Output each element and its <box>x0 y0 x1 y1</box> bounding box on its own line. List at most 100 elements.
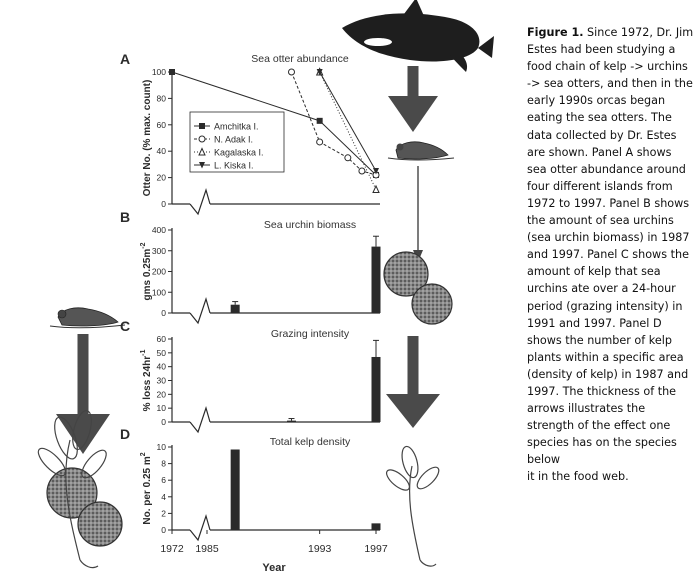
x-axis-label: Year <box>262 562 286 574</box>
marker-triangle <box>372 184 380 193</box>
marker-circle <box>358 167 366 175</box>
figure-caption: Figure 1. Since 1972, Dr. Jim Estes had … <box>527 24 694 486</box>
right-urchin-illustration <box>383 251 453 325</box>
caption-line: data collected by Dr. Estes <box>527 128 677 142</box>
caption-line: plants within a specific area <box>527 350 684 364</box>
caption-line: 1997. The thickness of the <box>527 384 677 398</box>
y-tick-label: 100 <box>152 287 166 297</box>
axis-break-mark <box>189 513 211 542</box>
legend-entry: Kagalaska I. <box>214 148 264 158</box>
panel-title: Grazing intensity <box>271 328 350 340</box>
caption-line: below <box>527 453 561 467</box>
series-line <box>319 71 377 190</box>
y-axis-label: % loss 24hr-1 <box>140 349 153 411</box>
y-tick-label: 6 <box>161 475 166 485</box>
marker-triangle <box>198 147 206 156</box>
left-urchin-illustration <box>46 467 123 547</box>
caption-line: early 1990s orcas began <box>527 94 666 108</box>
panel-letter: B <box>120 209 130 225</box>
y-tick-label: 80 <box>157 93 167 103</box>
caption-line: are shown. Panel A shows <box>527 145 672 159</box>
x-tick-label: 1993 <box>308 543 332 555</box>
x-tick-label: 1997 <box>364 543 388 555</box>
y-tick-label: 60 <box>157 120 167 130</box>
marker-circle <box>288 68 295 76</box>
marker-square <box>316 117 323 124</box>
y-axis-label: gms 0.25m-2 <box>140 242 153 300</box>
y-axis-label-superscript: 2 <box>140 452 147 456</box>
y-tick-label: 2 <box>161 508 166 518</box>
y-tick-label: 10 <box>157 442 167 452</box>
caption-line: the amount of sea urchins <box>527 214 674 228</box>
y-axis-label-text: Otter No. (% max. count) <box>142 80 153 197</box>
marker-circle <box>316 138 324 146</box>
caption-line: shows the number of kelp <box>527 333 672 347</box>
legend-entry: N. Adak I. <box>214 135 253 145</box>
caption-line: period (grazing intensity) in <box>527 299 683 313</box>
right-otter-illustration <box>387 141 455 161</box>
panel-title: Sea otter abundance <box>251 53 349 65</box>
caption-line: Since 1972, Dr. Jim <box>583 26 694 39</box>
marker-triangle-down <box>316 69 323 76</box>
marker-circle <box>344 154 352 162</box>
caption-line: it in the food web. <box>527 470 629 484</box>
right-arrow-otter-to-urchin <box>413 166 423 262</box>
caption-line: eating the sea otters. The <box>527 111 672 125</box>
panel-letter: C <box>120 318 130 334</box>
y-tick-label: 0 <box>161 417 166 427</box>
y-tick-label: 4 <box>161 492 166 502</box>
bar <box>287 420 296 422</box>
x-tick-label: 1985 <box>195 543 219 555</box>
y-tick-label: 20 <box>157 173 167 183</box>
y-tick-label: 8 <box>161 459 166 469</box>
caption-first-line: Figure 1. Since 1972, Dr. Jim <box>527 24 694 41</box>
marker-triangle-down <box>199 162 205 169</box>
bar <box>230 449 240 530</box>
y-axis-label-superscript: -2 <box>140 242 147 248</box>
legend-entry: Amchitka I. <box>214 122 259 132</box>
marker-square <box>199 123 205 129</box>
caption-line: four different islands from <box>527 179 673 193</box>
axis-break-mark <box>189 405 211 434</box>
bar <box>371 356 381 422</box>
panel-letter: D <box>120 426 130 442</box>
caption-line: 1991 and 1997. Panel D <box>527 316 662 330</box>
x-tick-label: 1972 <box>160 543 184 555</box>
caption-line: 1972 to 1997. Panel B shows <box>527 196 690 210</box>
marker-circle <box>198 135 206 143</box>
axis-break-mark <box>189 187 211 216</box>
caption-line: strength of the effect one <box>527 419 671 433</box>
legend-box <box>189 111 285 173</box>
caption-line: -> sea otters, and then in the <box>527 77 693 91</box>
caption-label: Figure 1. <box>527 26 584 39</box>
panel-title: Sea urchin biomass <box>264 219 356 231</box>
caption-line: (density of kelp) in 1987 and <box>527 367 689 381</box>
y-tick-label: 0 <box>161 308 166 318</box>
y-tick-label: 0 <box>161 525 166 535</box>
y-tick-label: 50 <box>157 348 167 358</box>
marker-square <box>169 69 175 75</box>
y-tick-label: 60 <box>157 334 167 344</box>
caption-line: Estes had been studying a <box>527 43 676 57</box>
y-tick-label: 20 <box>157 389 167 399</box>
axis-break-mark <box>189 296 211 325</box>
caption-line: sea otter abundance around <box>527 162 686 176</box>
y-tick-label: 100 <box>152 67 166 77</box>
caption-line: species has on the species <box>527 436 677 450</box>
y-axis-label: No. per 0.25 m2 <box>140 452 153 524</box>
caption-line: arrows illustrates the <box>527 402 646 416</box>
panel-letter: A <box>120 51 130 67</box>
series-line <box>291 71 377 176</box>
marker-triangle-down <box>373 168 379 175</box>
y-axis-label-text: gms 0.25m <box>142 249 153 301</box>
y-tick-label: 300 <box>152 246 166 256</box>
y-axis-label-superscript: -1 <box>140 349 147 355</box>
left-otter-illustration <box>49 307 126 329</box>
caption-line: and 1997. Panel C shows the <box>527 248 689 262</box>
series-line <box>319 71 377 172</box>
y-tick-label: 10 <box>157 403 167 413</box>
